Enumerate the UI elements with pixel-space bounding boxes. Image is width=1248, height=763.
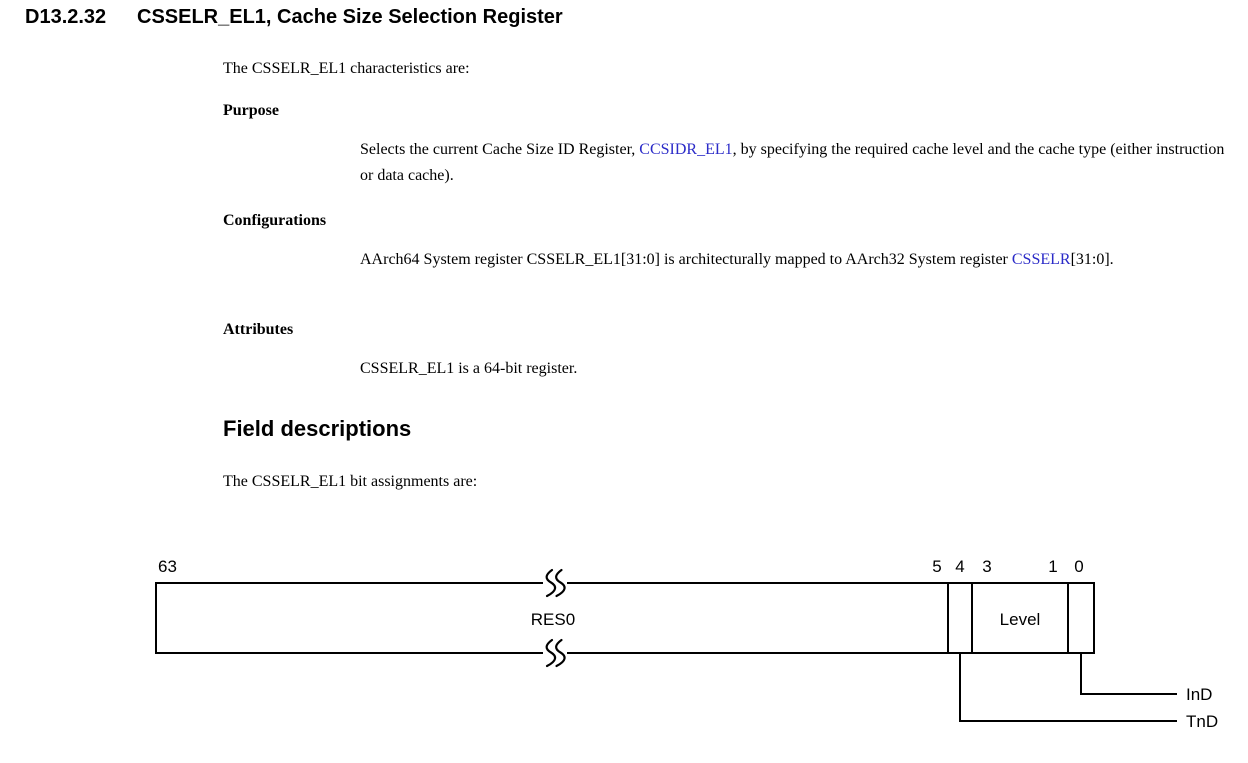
configurations-label: Configurations xyxy=(223,212,327,229)
bit-4-label: 4 xyxy=(955,557,964,576)
ind-field-label: InD xyxy=(1186,685,1212,704)
bit-3-label: 3 xyxy=(982,557,991,576)
tnd-callout-line xyxy=(959,653,1177,722)
csselr-link[interactable]: CSSELR xyxy=(1011,251,1071,268)
purpose-text-before: Selects the current Cache Size ID Regist… xyxy=(360,141,640,158)
section-title: CSSELR_EL1, Cache Size Selection Registe… xyxy=(137,6,563,28)
section-heading: D13.2.32 CSSELR_EL1, Cache Size Selection… xyxy=(25,5,563,29)
tnd-field-label: TnD xyxy=(1186,712,1218,731)
level-field-label: Level xyxy=(1000,610,1041,629)
ccsidr-el1-link[interactable]: CCSIDR_EL1 xyxy=(639,141,733,158)
bit-63-label: 63 xyxy=(158,557,177,576)
field-descriptions-heading: Field descriptions xyxy=(223,416,412,441)
attributes-label: Attributes xyxy=(223,321,294,338)
attributes-text: CSSELR_EL1 is a 64-bit register. xyxy=(360,360,578,377)
configurations-text-before: AArch64 System register CSSELR_EL1[31:0]… xyxy=(360,251,1012,268)
bit-assignment-diagram: 63 5 4 3 1 0 RES0 Level InD TnD xyxy=(155,557,1218,731)
purpose-text-after: , by specifying the required cache level… xyxy=(360,141,1225,184)
register-box xyxy=(155,582,1095,654)
configurations-paragraph: AArch64 System register CSSELR_EL1[31:0]… xyxy=(360,247,1236,273)
configurations-text-after: [31:0]. xyxy=(1070,251,1114,268)
purpose-paragraph: Selects the current Cache Size ID Regist… xyxy=(360,137,1236,189)
characteristics-intro: The CSSELR_EL1 characteristics are: xyxy=(223,60,470,77)
bit-5-label: 5 xyxy=(932,557,941,576)
bit-assignments-intro: The CSSELR_EL1 bit assignments are: xyxy=(223,473,478,490)
section-number: D13.2.32 xyxy=(25,6,107,28)
purpose-label: Purpose xyxy=(223,102,279,119)
bit-0-label: 0 xyxy=(1074,557,1083,576)
bit-1-label: 1 xyxy=(1048,557,1057,576)
register-break-mark-bottom xyxy=(543,638,567,668)
res0-field-label: RES0 xyxy=(531,610,575,629)
register-break-mark-top xyxy=(543,568,567,598)
ind-callout-line xyxy=(1080,653,1177,695)
